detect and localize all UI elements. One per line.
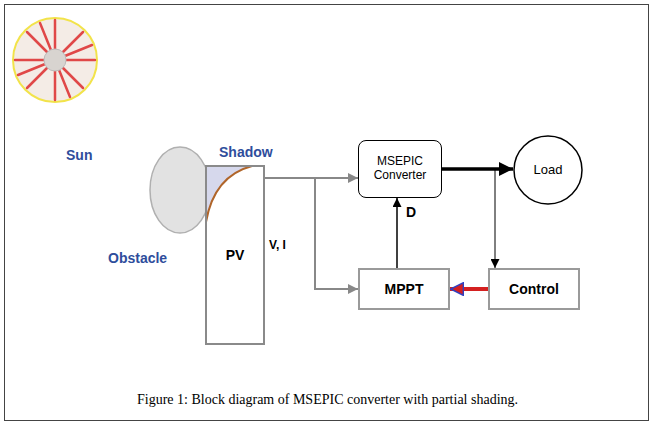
load-circle: Load [513,135,583,205]
node-text: Control [509,281,559,297]
obstacle-label: Obstacle [108,250,167,266]
mppt-box: MPPT [358,268,450,310]
control-box: Control [488,268,580,310]
shadow-edge [206,166,252,222]
node-text: MPPT [385,281,424,297]
figure-caption: Figure 1: Block diagram of MSEPIC conver… [137,392,518,408]
sun-core [44,49,66,71]
sun-rays [15,20,95,100]
node-text: Load [534,163,563,178]
connector-arrow [450,287,488,291]
converter-box: MSEPIC Converter [358,140,442,198]
circle-shape [514,136,582,204]
sun-symbol [13,18,97,102]
signal-label: V, I [268,238,287,252]
shadow-label: Shadow [219,144,273,160]
connector-arrow [442,169,495,268]
sun-label: Sun [66,147,92,163]
shadow-patch [206,166,252,222]
obstacle-shape [150,147,210,233]
sun-disc [13,18,97,102]
pv-panel: PV [205,165,265,345]
figure-frame [4,4,649,421]
signal-label: D [405,204,417,220]
node-text: PV [226,247,245,263]
connector-arrow [265,178,358,289]
connector-arrow [396,198,398,268]
node-text: MSEPIC Converter [365,155,435,183]
